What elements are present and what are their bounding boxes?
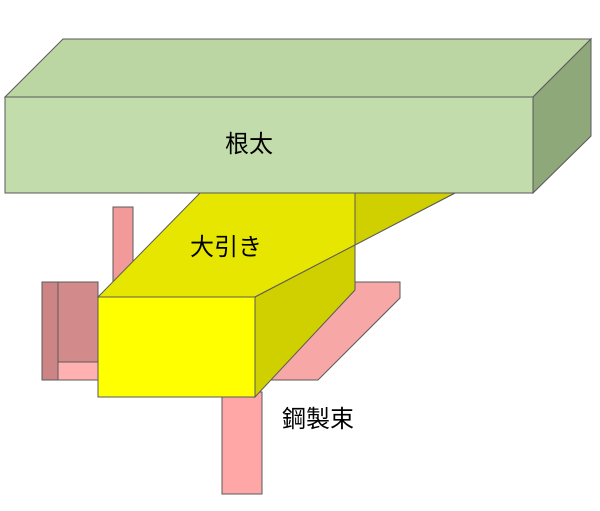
beam-label: 大引き: [190, 233, 262, 261]
beam-front-face: [97, 296, 256, 398]
steel-post-stem: [221, 391, 263, 495]
joist: 根太: [3, 37, 593, 195]
steel-bracket-front-upright-side: [41, 281, 59, 381]
steel-post: [221, 391, 263, 495]
steel-post-label: 鋼製束: [282, 405, 354, 433]
beam: 大引き: [96, 192, 456, 399]
steel-bracket-front-upright-face: [57, 281, 99, 363]
steel-bracket-base: [57, 361, 99, 381]
joist-top-face: [3, 38, 593, 98]
joist-label: 根太: [225, 130, 273, 158]
joist-front-face: [4, 96, 534, 194]
